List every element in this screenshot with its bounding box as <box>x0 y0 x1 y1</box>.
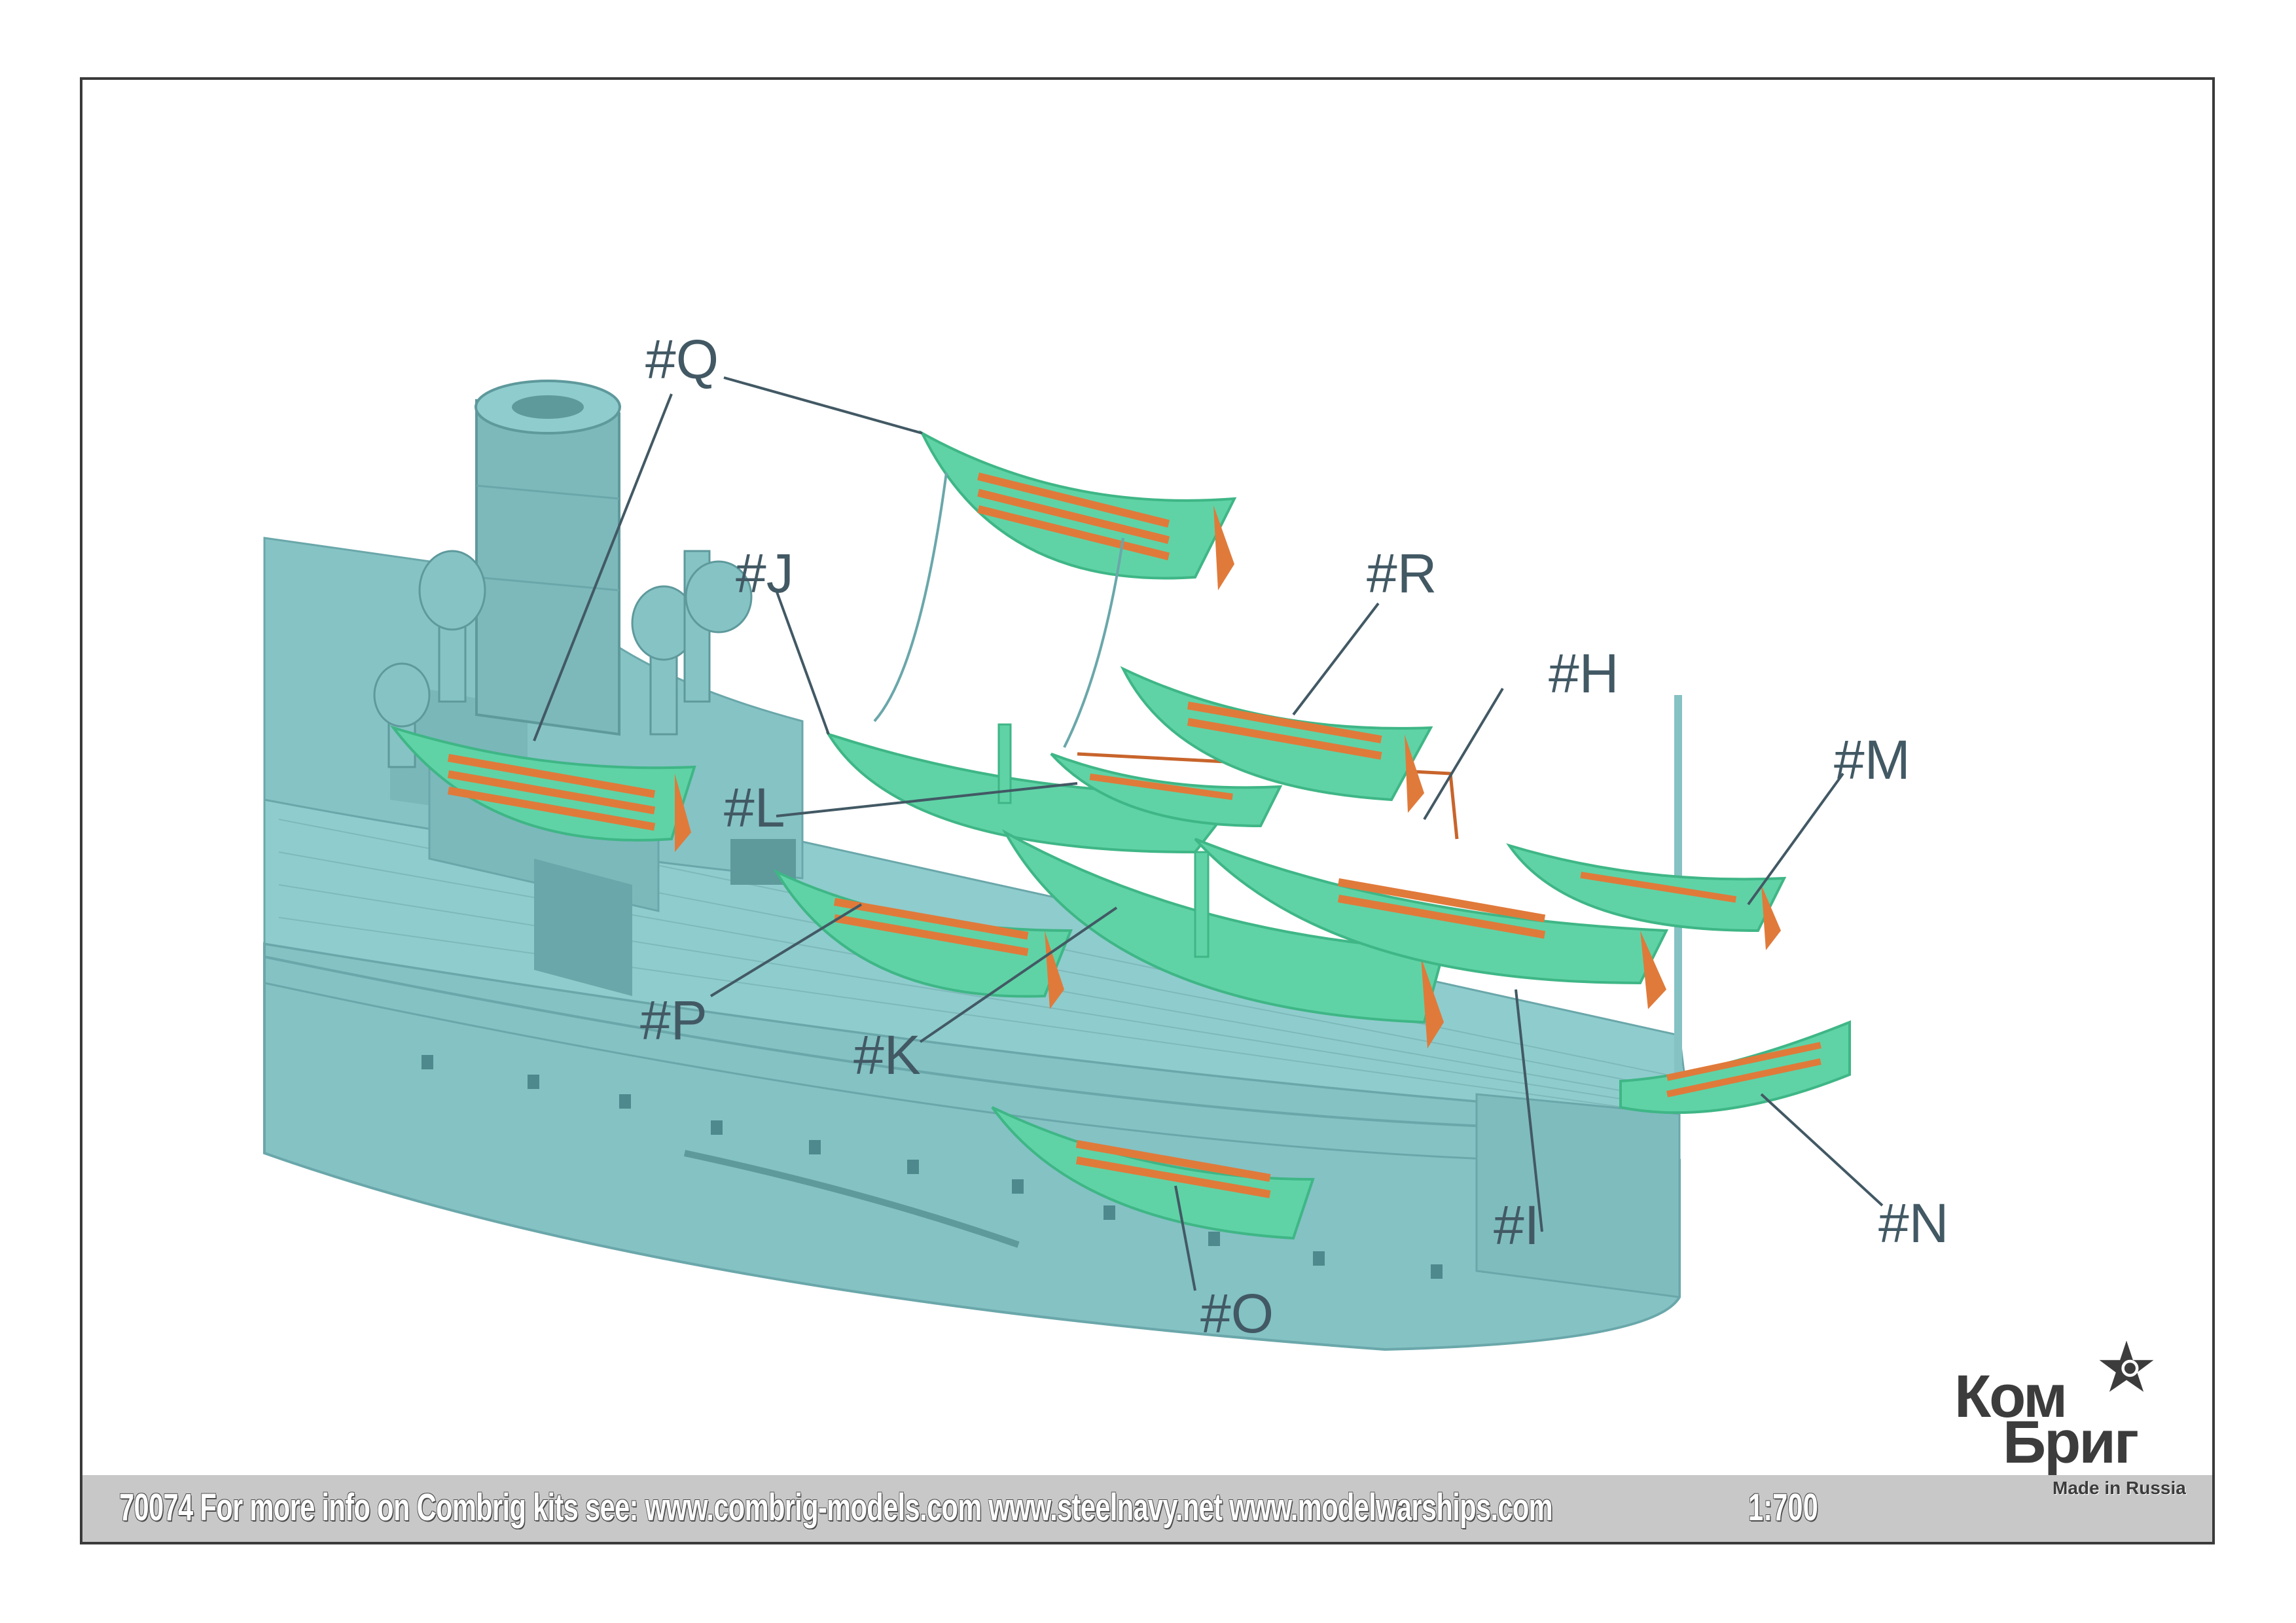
boat-p <box>772 868 1073 1009</box>
leader-o <box>1174 1185 1196 1291</box>
leader-k <box>919 906 1118 1043</box>
footer-band <box>82 1475 2212 1542</box>
boat-r <box>1120 666 1433 813</box>
boat-n <box>1619 1020 1851 1115</box>
leader-j <box>775 590 830 735</box>
leader-p <box>709 903 863 997</box>
leader-h <box>1423 687 1504 821</box>
callout-k: #K <box>853 1024 921 1086</box>
leader-q-upper <box>723 376 923 435</box>
callout-q: #Q <box>645 329 719 390</box>
leader-q-lower <box>533 393 673 741</box>
callout-l: #L <box>724 777 785 838</box>
leader-l <box>776 782 1078 817</box>
callout-j: #J <box>736 543 794 604</box>
drawing-frame: #Q #J #R #H #M #L #P #K #N #I #O 70074 F… <box>80 77 2215 1544</box>
leader-m <box>1747 772 1844 906</box>
callout-i: #I <box>1494 1194 1540 1256</box>
boat-k <box>1001 829 1446 1048</box>
leader-n <box>1760 1093 1884 1207</box>
boat-i <box>1194 838 1669 1009</box>
ship-illustration <box>263 376 1884 1351</box>
boat-m <box>1506 843 1787 950</box>
leader-r <box>1292 602 1380 716</box>
leader-lines <box>533 376 1884 1291</box>
logo-line-1: Ком <box>1954 1363 2068 1430</box>
boat-q-lower <box>389 725 696 852</box>
boat-q-upper <box>873 430 1237 748</box>
made-in-russia-label: Made in Russia <box>2053 1478 2186 1498</box>
ship-hull <box>263 380 1687 1351</box>
callout-n: #N <box>1878 1192 1949 1254</box>
scale-label: 1:700 <box>1748 1486 1818 1529</box>
callout-o: #O <box>1200 1283 1274 1344</box>
star-icon <box>2099 1340 2154 1392</box>
logo-line-2: Бриг <box>2003 1409 2139 1476</box>
boat-l <box>1050 753 1283 828</box>
callout-h: #H <box>1549 643 1619 704</box>
combrig-logo: Ком Бриг Made in Russia <box>1954 1340 2190 1513</box>
callout-r: #R <box>1367 543 1437 604</box>
callout-p: #P <box>640 990 708 1051</box>
boat-o <box>991 1106 1315 1240</box>
footer-info-text: 70074 For more info on Combrig kits see:… <box>119 1486 1553 1529</box>
leader-i <box>1515 989 1543 1232</box>
callout-m: #M <box>1834 729 1910 791</box>
